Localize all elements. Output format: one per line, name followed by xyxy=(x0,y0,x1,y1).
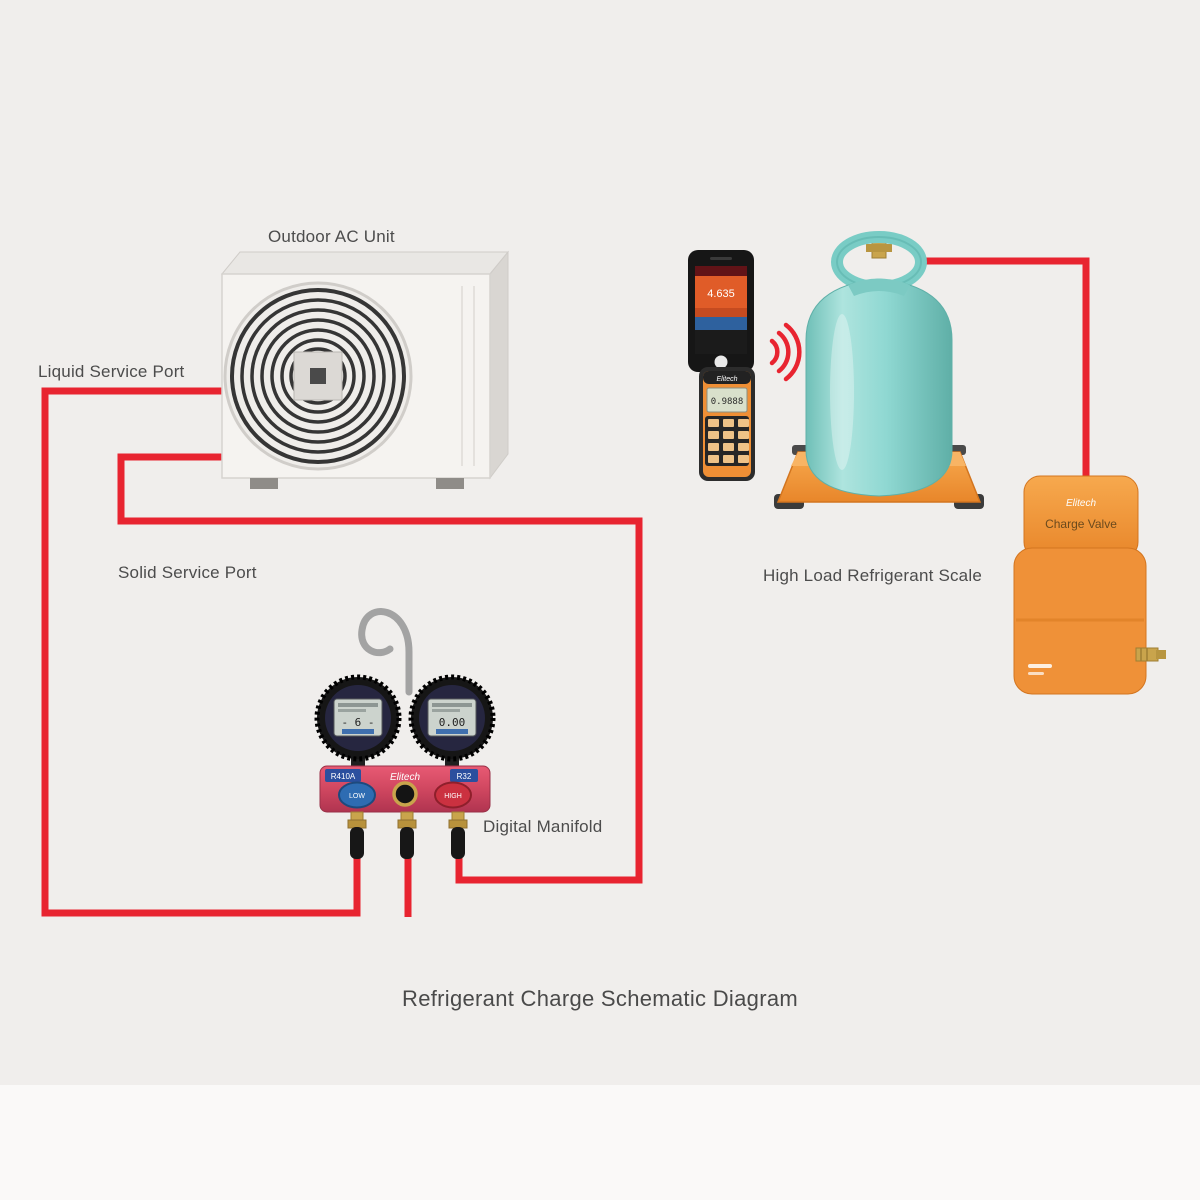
manifold-high-knob-label: HIGH xyxy=(444,793,462,800)
phone-screen-bluebar xyxy=(695,317,747,330)
phone-screen-strip xyxy=(695,308,747,317)
ac-foot xyxy=(436,478,464,489)
label-liquid-service-port: Liquid Service Port xyxy=(38,362,185,381)
manifold-right-gauge: 0.00 xyxy=(408,674,496,772)
tank-valve-nut xyxy=(866,244,892,252)
handheld-meter: Elitech 0.9888 xyxy=(699,367,755,481)
charge-valve-marking xyxy=(1028,664,1052,668)
label-outdoor-ac-unit: Outdoor AC Unit xyxy=(268,227,395,246)
phone-screen-reading-panel xyxy=(695,276,747,308)
phone-reading: 4.635 xyxy=(707,288,735,300)
label-digital-manifold: Digital Manifold xyxy=(483,817,603,836)
phone-screen-topbar xyxy=(695,266,747,276)
hose-left xyxy=(347,811,367,859)
hose-right xyxy=(448,811,468,859)
tank-body xyxy=(805,278,953,497)
bottom-band xyxy=(0,1085,1200,1200)
right-gauge-value: 0.00 xyxy=(439,716,466,729)
diagram-title: Refrigerant Charge Schematic Diagram xyxy=(402,986,798,1011)
phone-home-button xyxy=(714,355,728,369)
manifold-low-knob xyxy=(338,781,376,809)
tank-collar xyxy=(848,278,910,296)
digital-manifold: - 6 - 0.00 R410A R32 Elitech xyxy=(314,608,496,859)
gauge-bottom-bar xyxy=(342,729,374,734)
charge-valve: Elitech Charge Valve xyxy=(1013,475,1166,695)
manifold-left-port-label: R410A xyxy=(331,772,356,781)
manifold-high-knob xyxy=(434,781,472,809)
ac-foot xyxy=(250,478,278,489)
manifold-left-port-tag xyxy=(325,769,361,782)
gauge-text-row xyxy=(432,703,472,707)
phone-screen-footer xyxy=(695,330,747,354)
phone-speaker xyxy=(710,257,732,260)
pipe-tank-line xyxy=(921,257,1090,495)
manifold-hook xyxy=(358,608,413,696)
tank-highlight xyxy=(830,314,854,470)
manifold-brand: Elitech xyxy=(390,772,420,783)
label-solid-service-port: Solid Service Port xyxy=(118,563,257,582)
meter-keypad-panel xyxy=(705,416,749,466)
meter-brand: Elitech xyxy=(716,376,737,383)
ac-side-face xyxy=(489,250,509,480)
charge-valve-marking xyxy=(1028,672,1044,675)
manifold-right-port-tag xyxy=(450,769,478,782)
charge-valve-brand: Elitech xyxy=(1066,498,1096,509)
meter-header xyxy=(703,371,751,384)
left-gauge-value: - 6 - xyxy=(341,716,374,729)
manifold-low-knob-label: LOW xyxy=(349,793,365,800)
meter-reading: 0.9888 xyxy=(711,397,744,407)
gauge-bottom-bar xyxy=(436,729,468,734)
meter-keypad xyxy=(708,419,749,463)
gauge-text-row xyxy=(432,709,460,712)
manifold-sight-glass xyxy=(392,781,418,807)
fan-grille xyxy=(230,288,406,464)
outdoor-ac-unit xyxy=(220,250,510,489)
charge-valve-fitting xyxy=(1135,647,1166,662)
gauge-text-row xyxy=(338,703,378,707)
refrigerant-tank xyxy=(805,231,953,497)
charge-valve-label: Charge Valve xyxy=(1045,517,1117,531)
fan-hub xyxy=(310,368,326,384)
hose-center xyxy=(397,811,417,859)
gauge-text-row xyxy=(338,709,366,712)
wireless-signal-icon xyxy=(769,322,802,382)
ac-top-face xyxy=(220,251,510,275)
manifold-hoses xyxy=(347,811,468,859)
pipe-liquid-line xyxy=(41,387,361,917)
meter-lcd xyxy=(706,387,748,413)
manifold-left-gauge: - 6 - xyxy=(314,674,402,772)
pipe-vapor-line xyxy=(117,453,643,884)
manifold-right-port-label: R32 xyxy=(457,772,472,781)
label-high-load-refrigerant-scale: High Load Refrigerant Scale xyxy=(763,566,982,585)
smartphone: 4.635 xyxy=(688,250,754,372)
